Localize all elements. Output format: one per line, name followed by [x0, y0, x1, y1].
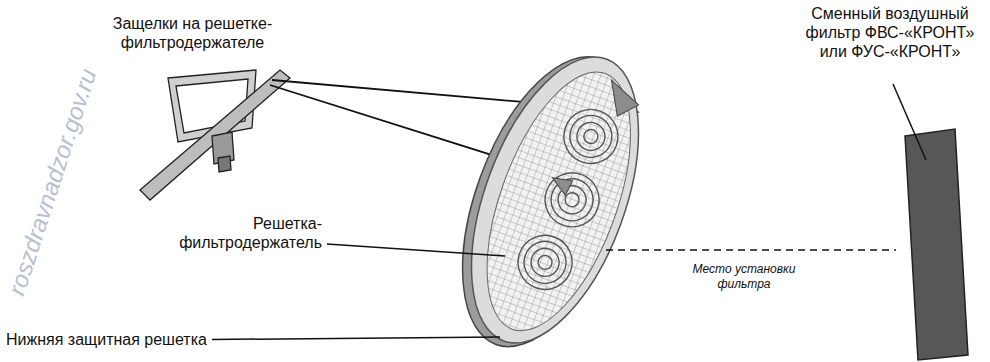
part-label: Сменный воздушный фильтр ФВС-«КРОНТ» или…	[805, 4, 975, 61]
filter-holder	[428, 32, 672, 362]
part-label: Нижняя защитная решетка	[6, 330, 207, 349]
part-label: Решетка-фильтродержатель	[162, 214, 322, 252]
leader-line	[893, 84, 926, 160]
watermark: roszdravnadzor.gov.ru	[6, 67, 97, 297]
leader-line	[212, 337, 500, 340]
leader-line	[327, 244, 505, 256]
latch-detail	[140, 70, 290, 200]
note-label: Место установки фильтра	[688, 262, 800, 292]
air-filter	[905, 129, 968, 360]
part-label: Защелки на решетке-фильтродержателе	[95, 14, 290, 52]
dashed-line	[606, 249, 896, 251]
